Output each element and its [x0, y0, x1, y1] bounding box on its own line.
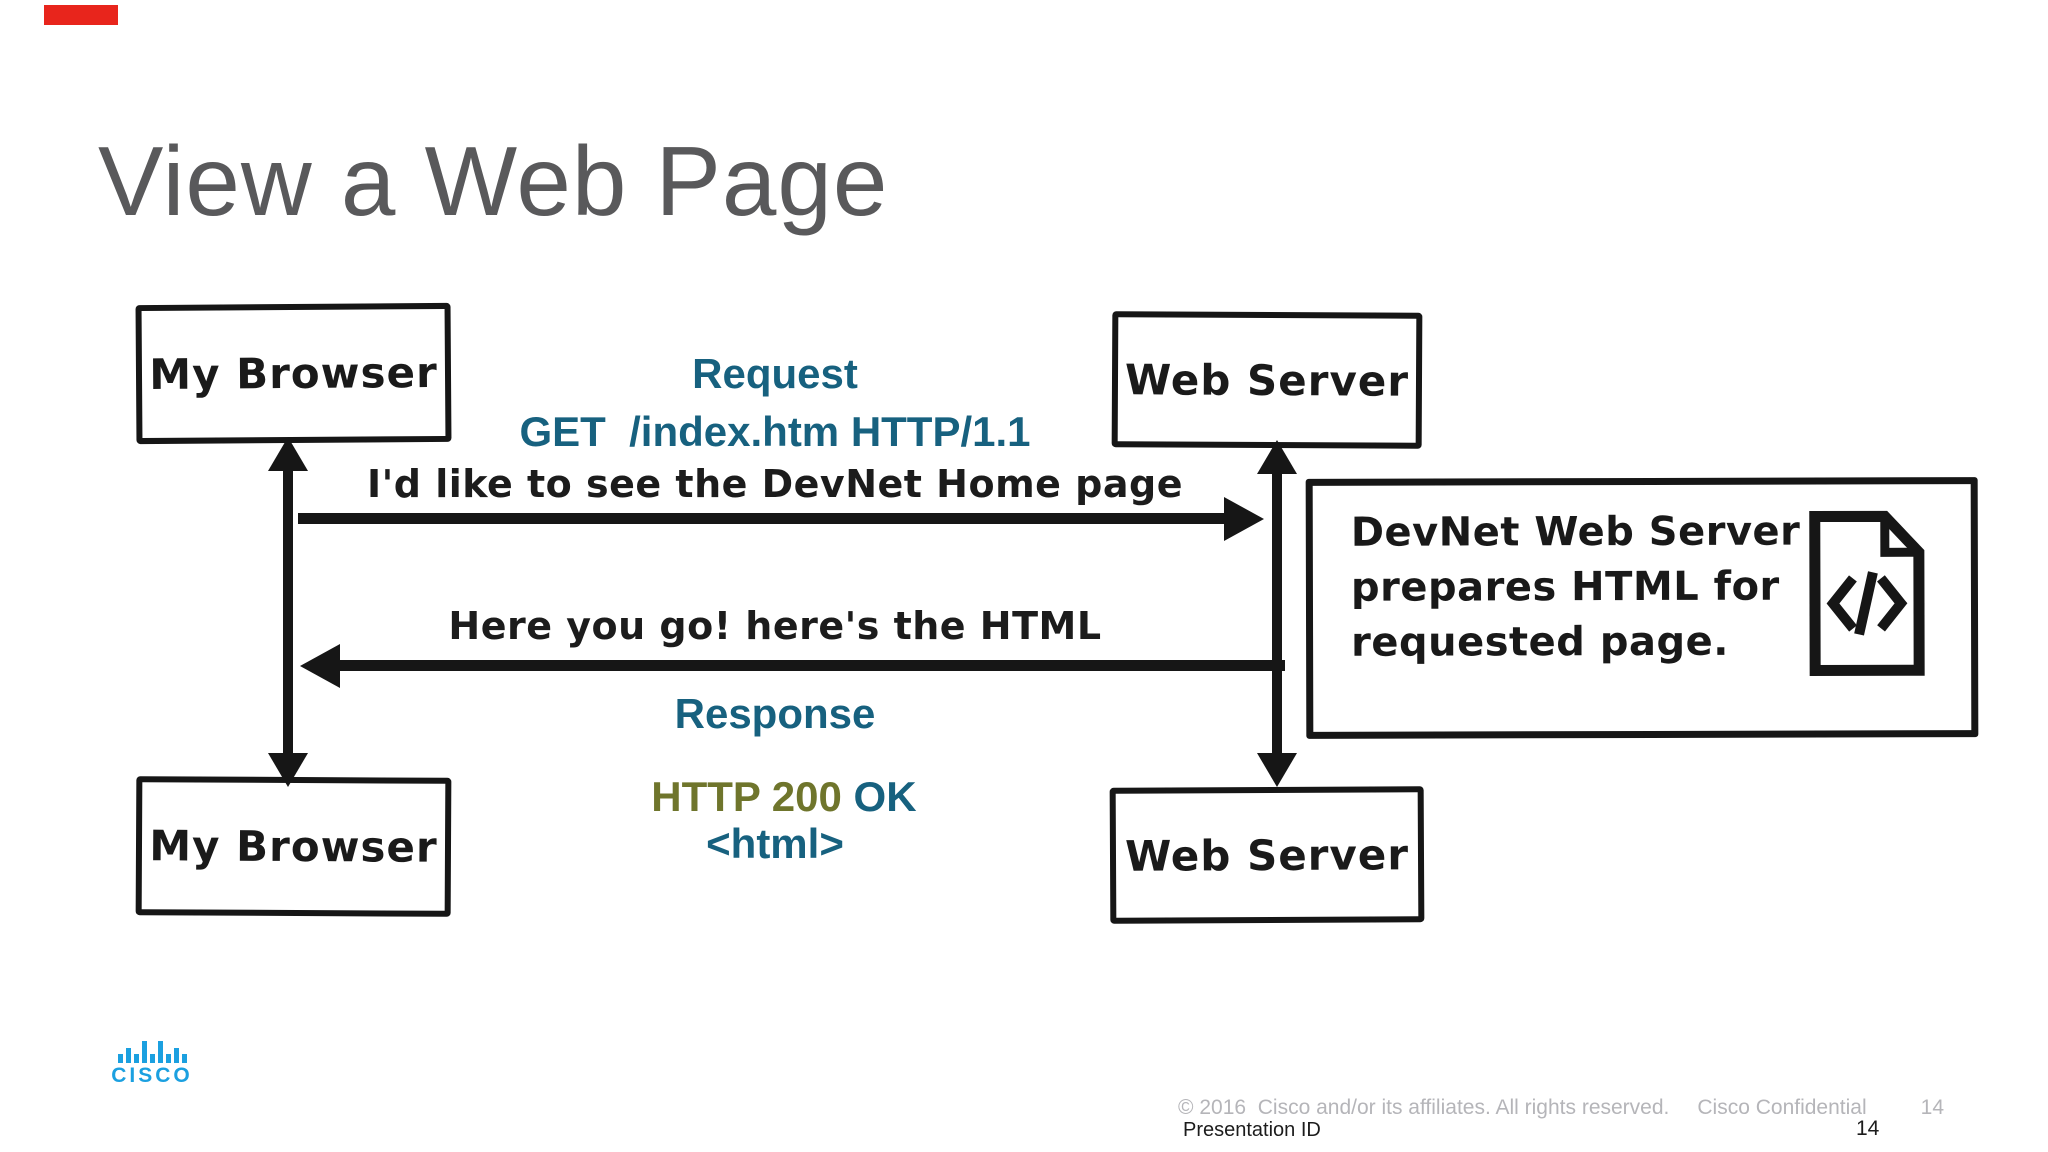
footer-confidential: Cisco Confidential	[1697, 1096, 1867, 1119]
html-tag-text: <html>	[706, 820, 844, 867]
arrow-left-icon	[300, 644, 340, 688]
cisco-logo: CISCO	[110, 1040, 194, 1088]
status-code-text: HTTP 200	[651, 773, 842, 820]
code-file-icon	[1809, 510, 1925, 677]
arrow-right-icon	[1224, 497, 1264, 541]
devnet-note-line2: prepares HTML for	[1350, 563, 1780, 611]
arrow-line	[334, 660, 1285, 671]
page-number: 14	[1856, 1117, 1880, 1140]
footer-page-number: 14	[1920, 1096, 1944, 1119]
footer-legal: © 2016 Cisco and/or its affiliates. All …	[1155, 1072, 1944, 1144]
slide-title: View a Web Page	[98, 125, 889, 236]
response-speech-text: Here you go! here's the HTML	[448, 604, 1102, 648]
cisco-logo-text: CISCO	[111, 1064, 193, 1087]
arrow-down-icon	[268, 753, 308, 787]
request-arrow	[298, 497, 1264, 541]
request-label: Request	[692, 350, 858, 397]
devnet-note-text: DevNet Web Server prepares HTML for requ…	[1351, 505, 1801, 671]
presentation-id-label: Presentation ID	[1183, 1119, 1321, 1141]
arrow-line	[283, 463, 293, 761]
devnet-note-line1: DevNet Web Server	[1350, 508, 1801, 556]
status-ok-text: OK	[841, 773, 917, 820]
response-arrow	[300, 644, 1285, 688]
cisco-bridge-icon	[110, 1040, 194, 1063]
devnet-note-line3: requested page.	[1351, 618, 1729, 666]
request-http-line: GET /index.htm HTTP/1.1	[519, 408, 1031, 455]
response-label: Response	[674, 690, 876, 737]
browser-vertical-arrow	[268, 437, 308, 787]
request-speech-text: I'd like to see the DevNet Home page	[367, 462, 1183, 506]
server-vertical-arrow	[1257, 440, 1297, 787]
arrow-line	[298, 513, 1230, 524]
arrow-line	[1272, 466, 1282, 761]
devnet-note-box: DevNet Web Server prepares HTML for requ…	[1305, 477, 1979, 739]
response-status-line: HTTP 200 OK	[310, 755, 1240, 839]
arrow-down-icon	[1257, 753, 1297, 787]
red-progress-marker	[44, 5, 118, 25]
footer-copyright: © 2016 Cisco and/or its affiliates. All …	[1178, 1096, 1670, 1119]
